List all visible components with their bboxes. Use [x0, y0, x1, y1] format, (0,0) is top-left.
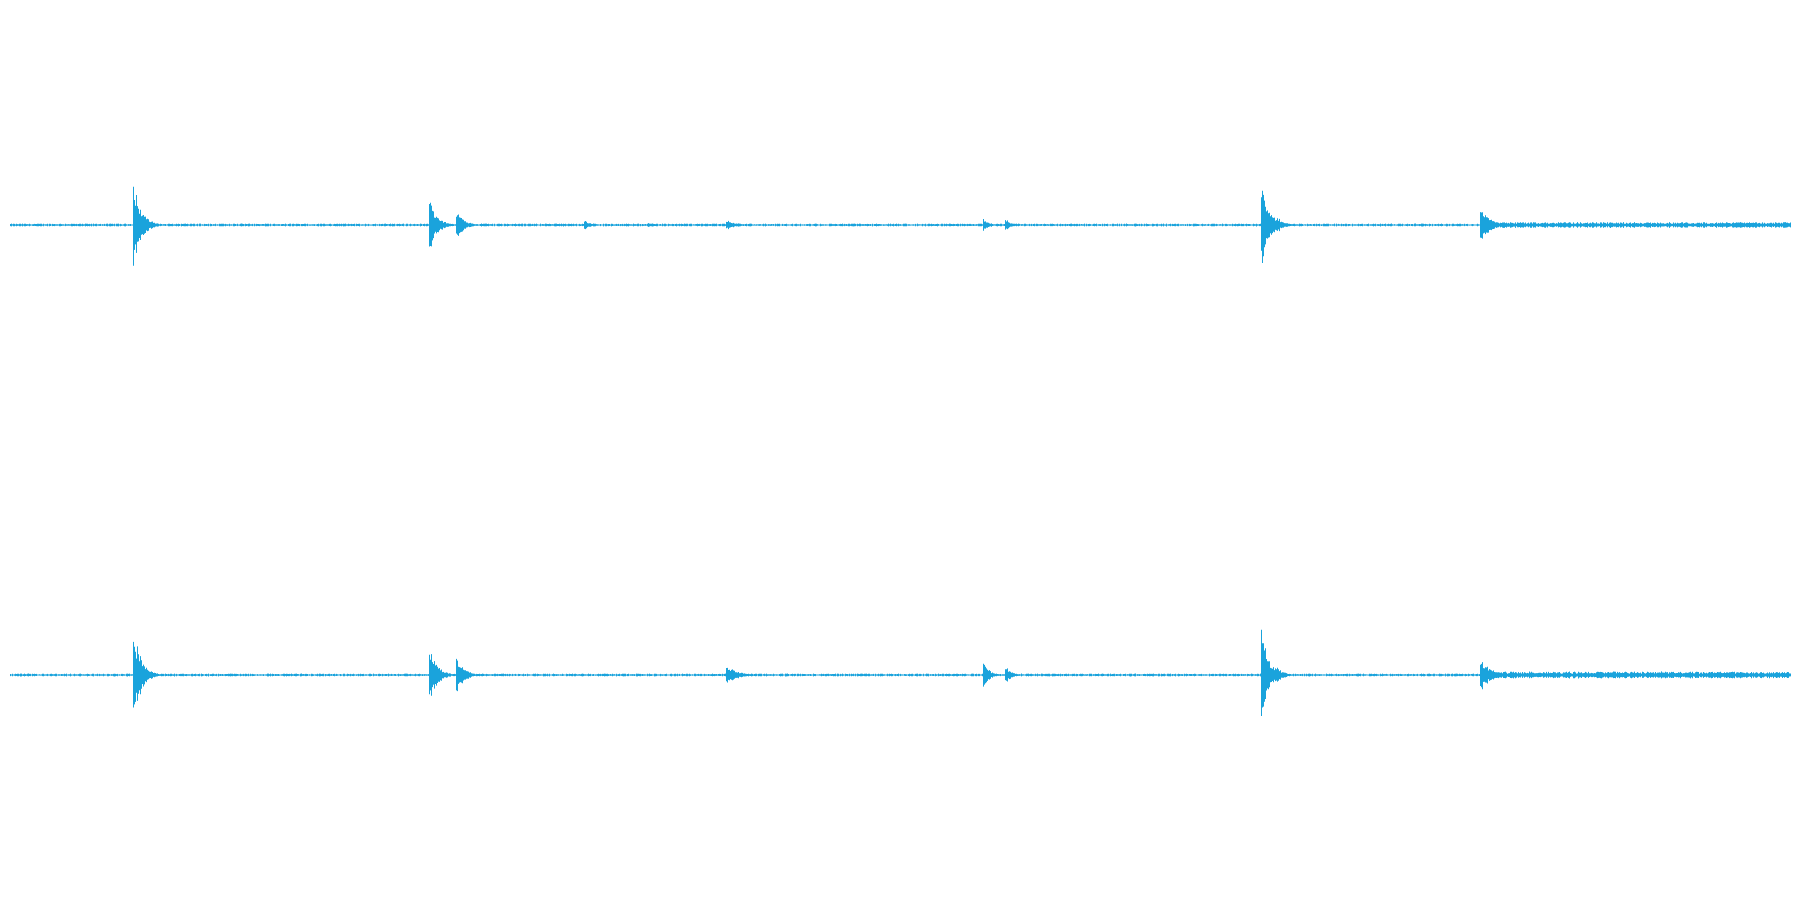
channel-1-waveform	[10, 186, 1791, 266]
channel-2-waveform	[10, 629, 1791, 716]
channel-signal	[10, 629, 1791, 716]
channel-signal	[10, 186, 1791, 266]
